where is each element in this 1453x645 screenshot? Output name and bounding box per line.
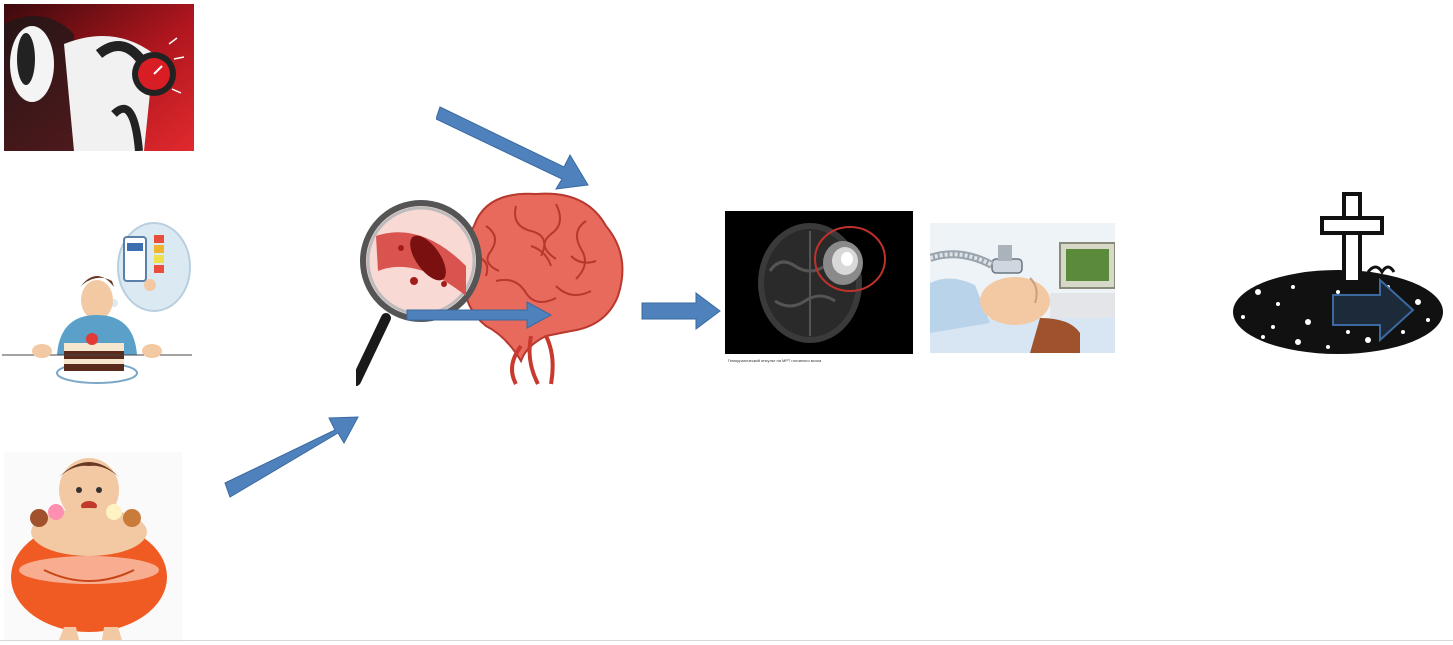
- bottom-border: [0, 640, 1453, 641]
- mri-caption: Геморрагический инсульт на МРТ головного…: [728, 358, 904, 363]
- blood-pressure-panel: [4, 4, 194, 151]
- arrow-risk-to-artery: [220, 405, 365, 505]
- blood-pressure-icon: [4, 4, 194, 151]
- person-eating-cake-icon: [2, 215, 192, 393]
- grave-cross-icon: [1218, 192, 1448, 382]
- patient-on-ventilator-icon: [930, 223, 1115, 353]
- artery-brain-panel: [356, 186, 631, 386]
- brain-mri-hemorrhage-icon: [725, 211, 913, 354]
- arrow-artery-to-brain: [405, 300, 555, 330]
- arrow-brain-to-mri: [640, 290, 722, 332]
- mri-panel: [725, 211, 913, 354]
- obese-person-icon: [4, 452, 182, 642]
- grave-panel: [1218, 192, 1448, 382]
- ventilator-panel: [930, 223, 1115, 353]
- eating-cake-panel: [2, 215, 192, 393]
- obese-person-panel: [4, 452, 182, 642]
- arrow-to-brain-top: [436, 95, 596, 195]
- magnifier-artery-brain-icon: [356, 186, 631, 386]
